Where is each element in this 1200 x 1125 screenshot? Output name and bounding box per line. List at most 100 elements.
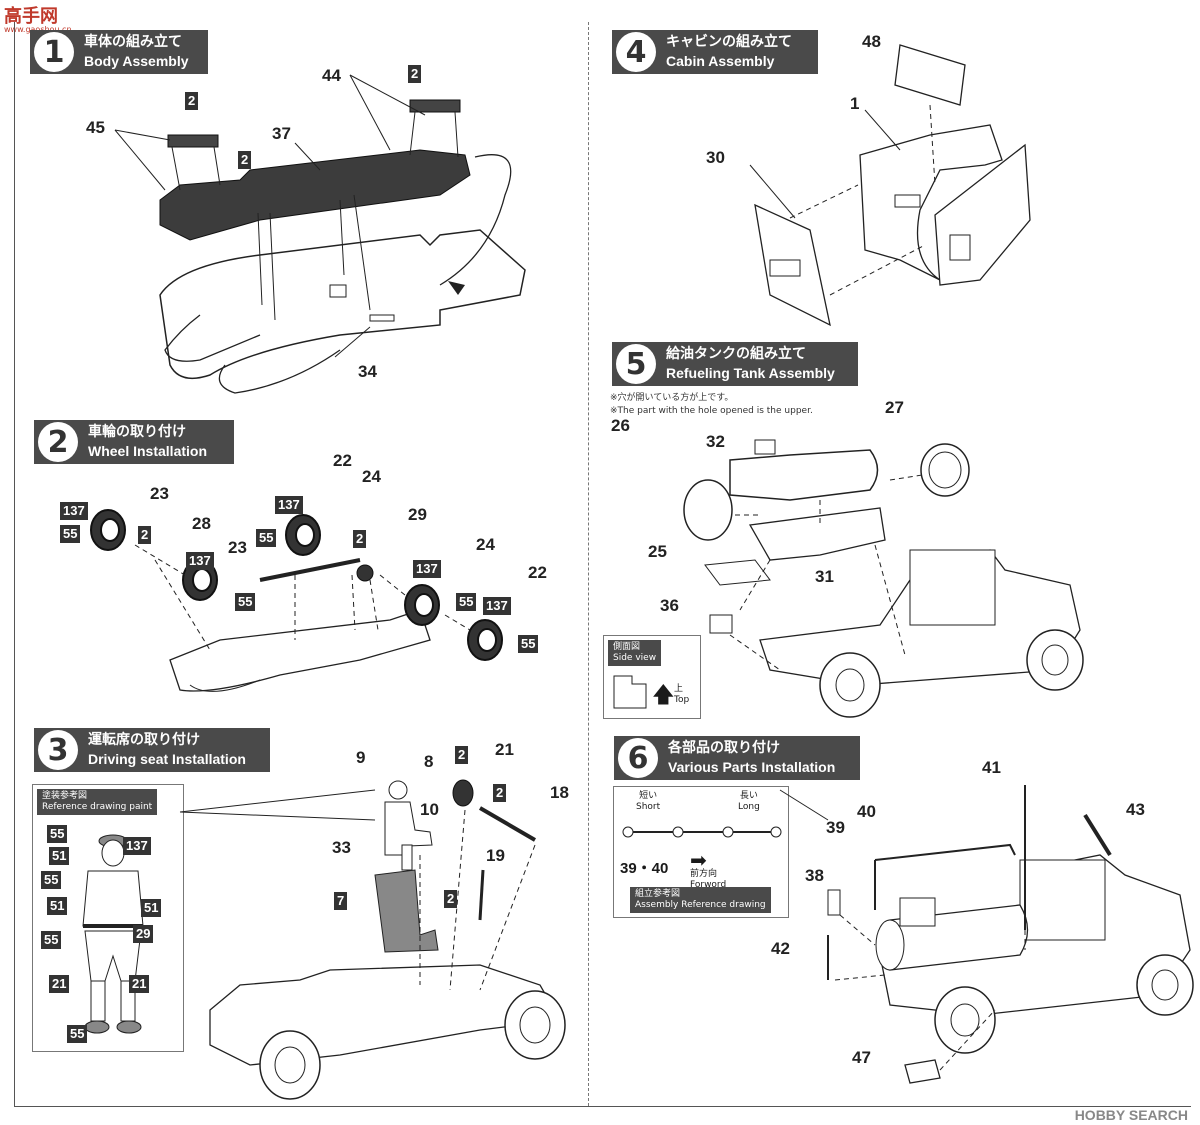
color-chip-55: 55 (256, 529, 277, 547)
part-24-label: 24 (476, 535, 495, 554)
color-chip-137: 137 (60, 502, 88, 520)
part-22-label: 22 (528, 563, 547, 582)
step-6-title-en: Various Parts Installation (668, 759, 836, 775)
assembly-reference-title-jp: 組立参考図 (635, 889, 681, 899)
part-18-label: 18 (550, 783, 569, 802)
color-chip-2: 2 (238, 151, 252, 169)
color-chip-55: 55 (41, 871, 62, 889)
part-47-label: 47 (852, 1048, 871, 1067)
part-38-label: 38 (805, 866, 824, 885)
color-chip-137: 137 (483, 597, 511, 615)
step-6-header: 6 各部品の取り付け Various Parts Installation (614, 736, 860, 780)
part-33-label: 33 (332, 838, 351, 857)
step-1-title-jp: 車体の組み立て (84, 34, 182, 50)
site-logo-text: 高手网 (4, 6, 58, 27)
part-29-label: 29 (408, 505, 427, 524)
part-32-label: 32 (706, 432, 725, 451)
hobby-search-watermark: HOBBY SEARCH (1074, 1107, 1188, 1123)
site-logo-url: www.gaoshou.cn (4, 25, 72, 34)
part-34-label: 34 (358, 362, 377, 381)
part-10-label: 10 (420, 800, 439, 819)
step-1-title-en: Body Assembly (84, 53, 189, 69)
color-chip-55: 55 (41, 931, 62, 949)
part-36-label: 36 (660, 596, 679, 615)
step-2-number: 2 (38, 422, 78, 462)
forward-label-jp: 前方向 (690, 869, 718, 879)
part-39-label: 39 (826, 818, 845, 837)
color-chip-7: 7 (334, 892, 348, 910)
step-5-title-en: Refueling Tank Assembly (666, 365, 835, 381)
color-chip-55: 55 (518, 635, 539, 653)
color-chip-2: 2 (138, 526, 152, 544)
paint-reference-title-jp: 塗装参考図 (42, 791, 88, 801)
step-5-header: 5 給油タンクの組み立て Refueling Tank Assembly (612, 342, 858, 386)
side-view-title-jp: 側面図 (613, 642, 641, 652)
part-48-label: 48 (862, 32, 881, 51)
figure-reference-drawing (73, 831, 153, 1041)
part-44-label: 44 (322, 66, 341, 85)
part-23-label: 23 (150, 484, 169, 503)
part-19-label: 19 (486, 846, 505, 865)
part-25-label: 25 (648, 542, 667, 561)
up-arrow-icon: 🡅 (652, 682, 675, 707)
side-view-shape (612, 674, 648, 710)
color-chip-137: 137 (275, 496, 303, 514)
part-23-label: 23 (228, 538, 247, 557)
part-1-label: 1 (850, 94, 860, 113)
step-6-drawing (780, 780, 1200, 1100)
part-30-label: 30 (706, 148, 725, 167)
color-chip-2: 2 (444, 890, 458, 908)
part-26-label: 26 (611, 416, 630, 435)
color-chip-51: 51 (141, 899, 162, 917)
step-2-title-en: Wheel Installation (88, 443, 208, 459)
color-chip-21: 21 (49, 975, 70, 993)
step-1-drawing (140, 95, 540, 405)
step-6-title-jp: 各部品の取り付け (668, 740, 780, 756)
short-label-jp: 短い (639, 791, 658, 801)
step-3-title-jp: 運転席の取り付け (88, 732, 200, 748)
step-5-note-en: ※The part with the hole opened is the up… (610, 406, 813, 416)
step-4-drawing (740, 40, 1050, 330)
step-1-number: 1 (34, 32, 74, 72)
step-4-title-jp: キャビンの組み立て (666, 34, 792, 50)
step-3-drawing (180, 760, 580, 1100)
color-chip-55: 55 (67, 1025, 88, 1043)
color-chip-55: 55 (235, 593, 256, 611)
color-chip-2: 2 (353, 530, 367, 548)
side-view-inset: 側面図 Side view 🡅 上 Top (603, 635, 701, 719)
site-logo: 高手网 www.gaoshou.cn (4, 2, 72, 34)
part-8-label: 8 (424, 752, 434, 771)
step-4-header: 4 キャビンの組み立て Cabin Assembly (612, 30, 818, 74)
part-45-label: 45 (86, 118, 105, 137)
long-label-en: Long (738, 802, 760, 812)
top-label-jp: 上 (674, 684, 684, 694)
forward-label-en: Forword (690, 880, 727, 890)
assembly-reference-title-en: Assembly Reference drawing (635, 900, 766, 910)
step-2-title-jp: 車輪の取り付け (88, 424, 186, 440)
part-43-label: 43 (1126, 800, 1145, 819)
part-28-label: 28 (192, 514, 211, 533)
step-3-header: 3 運転席の取り付け Driving seat Installation (34, 728, 270, 772)
color-chip-2: 2 (408, 65, 422, 83)
short-label-en: Short (636, 802, 661, 812)
step-4-number: 4 (616, 32, 656, 72)
color-chip-29: 29 (133, 925, 154, 943)
paint-reference-inset: 塗装参考図 Reference drawing paint 55 137 51 … (32, 784, 184, 1052)
part-42-label: 42 (771, 939, 790, 958)
color-chip-21: 21 (129, 975, 150, 993)
color-chip-55: 55 (456, 593, 477, 611)
part-21-label: 21 (495, 740, 514, 759)
part-9-label: 9 (356, 748, 366, 767)
color-chip-137: 137 (413, 560, 441, 578)
part-40-label: 40 (857, 802, 876, 821)
color-chip-137: 137 (123, 837, 151, 855)
color-chip-2: 2 (455, 746, 469, 764)
top-label-en: Top (674, 695, 690, 705)
step-3-number: 3 (38, 730, 78, 770)
part-41-label: 41 (982, 758, 1001, 777)
column-divider (588, 22, 589, 1106)
step-5-number: 5 (616, 344, 656, 384)
step-3-title-en: Driving seat Installation (88, 751, 246, 767)
step-1-header: 1 車体の組み立て Body Assembly (30, 30, 208, 74)
